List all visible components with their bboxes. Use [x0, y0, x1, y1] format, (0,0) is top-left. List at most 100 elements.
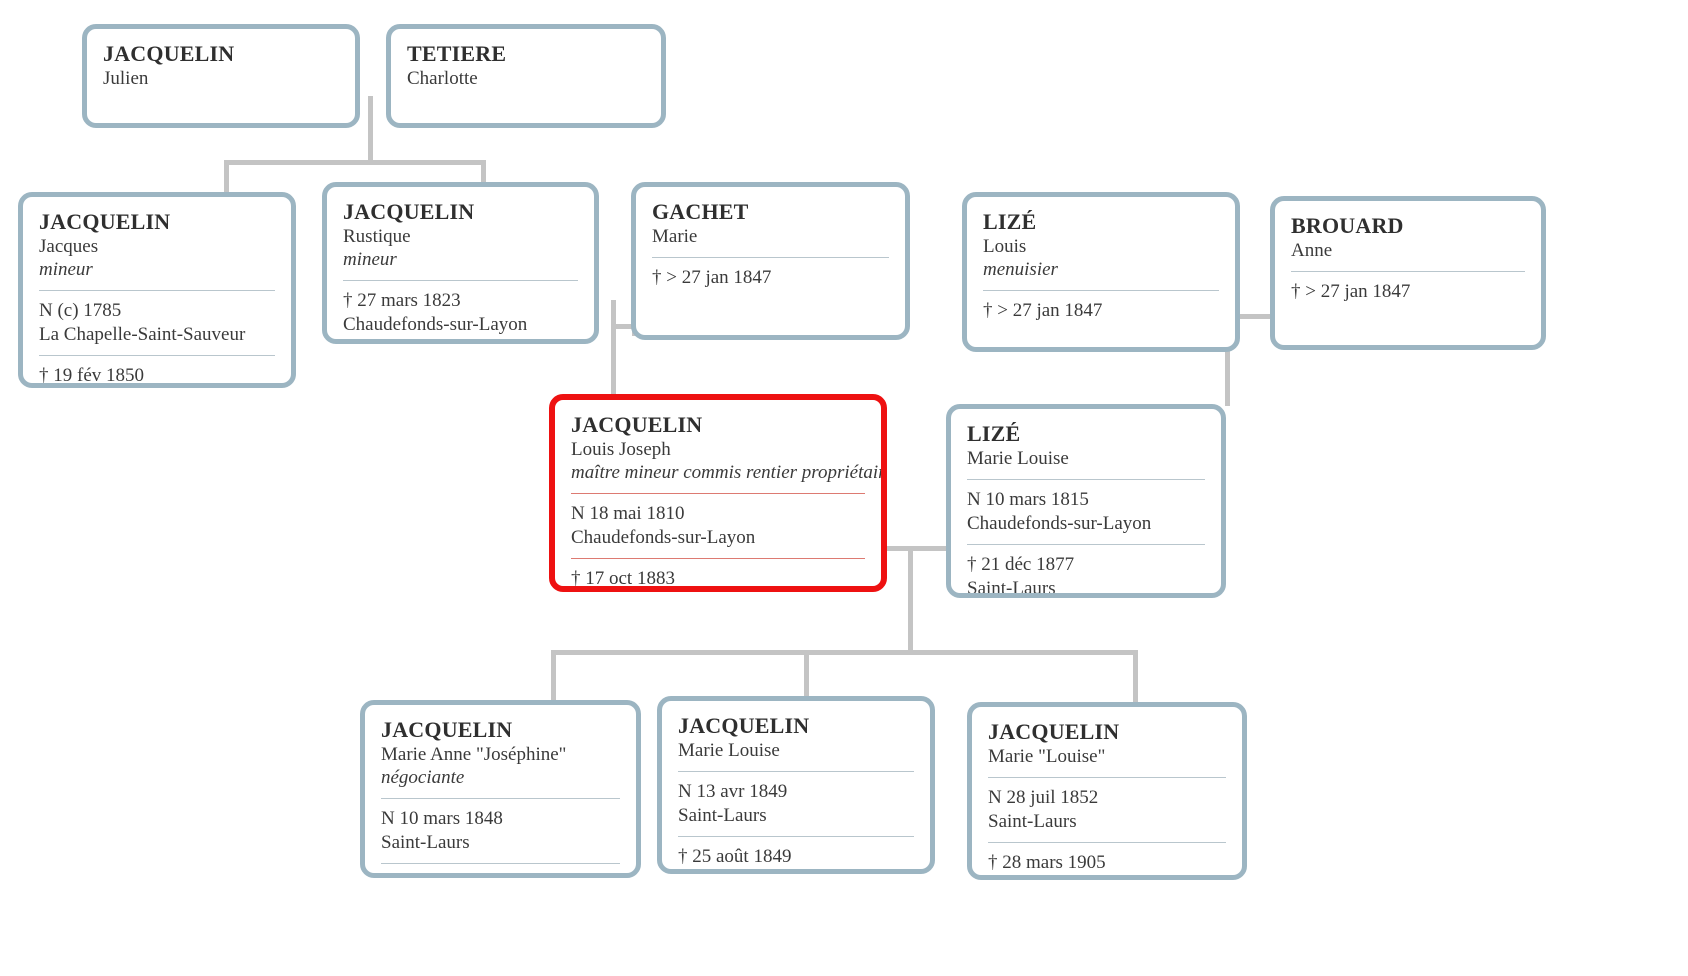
- divider: [988, 842, 1226, 844]
- connector-child3-drop: [1133, 650, 1138, 706]
- given-name: Rustique: [343, 225, 411, 247]
- surname: JACQUELIN: [343, 199, 475, 224]
- person-card-child-marie-louise-2[interactable]: JACQUELIN Marie "Louise" N 28 juil 1852 …: [967, 702, 1247, 880]
- surname: JACQUELIN: [571, 412, 703, 437]
- surname: BROUARD: [1291, 213, 1404, 238]
- divider: [967, 544, 1205, 546]
- connector-parents-couple-bar: [611, 324, 637, 329]
- given-name: Marie Louise: [678, 739, 780, 761]
- given-name: Charlotte: [407, 67, 478, 89]
- person-card-mother-gachet[interactable]: GACHET Marie † > 27 jan 1847: [631, 182, 910, 340]
- person-card-mother-in-law-brouard[interactable]: BROUARD Anne † > 27 jan 1847: [1270, 196, 1546, 350]
- connector-subject-drop: [611, 324, 616, 396]
- birth-date: N 13 avr 1849: [678, 781, 788, 803]
- death-date: † > 27 jan 1847: [983, 300, 1103, 322]
- death-event: † 28 mars 1905 Luçon: [988, 851, 1226, 876]
- death-date: † 17 oct 1883: [571, 568, 675, 590]
- death-event: † 17 oct 1883 Saint-Laurs: [571, 567, 865, 592]
- person-card-subject-highlighted[interactable]: JACQUELIN Louis Joseph maître mineur com…: [549, 394, 887, 592]
- divider: [39, 355, 275, 357]
- birth-place: Saint-Laurs: [988, 810, 1077, 832]
- given-name: Julien: [103, 67, 149, 89]
- birth-date: N 28 juil 1852: [988, 787, 1099, 809]
- birth-place: La Chapelle-Saint-Sauveur: [39, 323, 246, 345]
- death-place: Luçon: [988, 875, 1226, 876]
- death-date: † > 27 jan 1847: [652, 267, 772, 289]
- death-date: † 28 mars 1905: [988, 852, 1106, 874]
- death-date: † 27 mars 1823: [343, 290, 461, 312]
- death-event: † 27 mars 1823 Chaudefonds-sur-Layon: [343, 289, 578, 336]
- death-event: † 19 fév 1850 Saint-Laurs: [39, 364, 275, 387]
- death-place: Saint-Laurs: [967, 577, 1056, 598]
- given-name: Anne: [1291, 239, 1333, 261]
- person-card-jacques[interactable]: JACQUELIN Jacques mineur N (c) 1785 La C…: [18, 192, 296, 388]
- occupation: négociante: [381, 767, 465, 789]
- given-name: Jacques: [39, 235, 99, 257]
- birth-event: N 18 mai 1810 Chaudefonds-sur-Layon: [571, 502, 865, 549]
- birth-date: N 10 mars 1848: [381, 808, 503, 830]
- connector-down-rustique: [481, 160, 486, 186]
- death-event: † > 6 avr 1897: [381, 872, 620, 878]
- surname: JACQUELIN: [988, 719, 1120, 744]
- connector-down-jacques: [224, 160, 229, 192]
- death-event: † > 27 jan 1847: [983, 299, 1219, 323]
- occupation: mineur: [343, 249, 397, 271]
- death-date: † 19 fév 1850: [39, 365, 145, 387]
- divider: [988, 777, 1226, 779]
- birth-event: N 13 avr 1849 Saint-Laurs: [678, 780, 914, 827]
- person-card-child-marie-louise[interactable]: JACQUELIN Marie Louise N 13 avr 1849 Sai…: [657, 696, 935, 874]
- occupation: mineur: [39, 259, 93, 281]
- death-date: † > 6 avr 1897: [381, 873, 492, 878]
- birth-event: N (c) 1785 La Chapelle-Saint-Sauveur: [39, 299, 275, 346]
- person-card-spouse-lize-marie-louise[interactable]: LIZÉ Marie Louise N 10 mars 1815 Chaudef…: [946, 404, 1226, 598]
- death-event: † 21 déc 1877 Saint-Laurs: [967, 553, 1205, 598]
- divider: [343, 280, 578, 282]
- surname: JACQUELIN: [39, 209, 171, 234]
- death-event: † > 27 jan 1847: [652, 266, 889, 290]
- death-date: † > 27 jan 1847: [1291, 281, 1411, 303]
- occupation: menuisier: [983, 259, 1058, 281]
- divider: [571, 558, 865, 560]
- connector-union-bar: [886, 546, 964, 551]
- connector-child1-drop: [551, 650, 556, 704]
- surname: LIZÉ: [983, 209, 1037, 234]
- birth-place: Chaudefonds-sur-Layon: [967, 512, 1152, 534]
- surname: LIZÉ: [967, 421, 1021, 446]
- death-place: Saint-Laurs: [571, 591, 865, 592]
- divider: [381, 798, 620, 800]
- person-card-grandfather-paternal[interactable]: JACQUELIN Julien: [82, 24, 360, 128]
- surname: JACQUELIN: [381, 717, 513, 742]
- connector-sibling-bar-row2: [224, 160, 486, 165]
- connector-spouse-drop: [1225, 314, 1230, 406]
- divider: [967, 479, 1205, 481]
- birth-date: N 18 mai 1810: [571, 503, 685, 525]
- birth-event: N 10 mars 1815 Chaudefonds-sur-Layon: [967, 488, 1205, 535]
- connector-child2-drop: [804, 650, 809, 700]
- surname: JACQUELIN: [103, 41, 235, 66]
- connector-inlaws-bar: [1232, 314, 1292, 319]
- given-name: Louis Joseph: [571, 438, 671, 460]
- given-name: Marie Anne "Joséphine": [381, 743, 567, 765]
- connector-rustique-down: [611, 300, 616, 328]
- divider: [652, 257, 889, 259]
- birth-place: Saint-Laurs: [678, 804, 767, 826]
- person-card-father-rustique[interactable]: JACQUELIN Rustique mineur † 27 mars 1823…: [322, 182, 599, 344]
- connector-grandparents-drop: [368, 96, 373, 164]
- surname: GACHET: [652, 199, 749, 224]
- divider: [381, 863, 620, 865]
- person-card-grandmother-paternal[interactable]: TETIERE Charlotte: [386, 24, 666, 128]
- surname: JACQUELIN: [678, 713, 810, 738]
- birth-date: N (c) 1785: [39, 300, 122, 322]
- given-name: Marie: [652, 225, 698, 247]
- death-place: Chaudefonds-sur-Layon: [343, 313, 528, 335]
- death-event: † 25 août 1849 Saint-Laurs: [678, 845, 914, 869]
- death-date: † 25 août 1849: [678, 846, 792, 868]
- given-name: Louis: [983, 235, 1027, 257]
- person-card-father-in-law-lize[interactable]: LIZÉ Louis menuisier † > 27 jan 1847: [962, 192, 1240, 352]
- divider: [39, 290, 275, 292]
- divider: [678, 836, 914, 838]
- surname: TETIERE: [407, 41, 507, 66]
- connector-union-drop: [908, 546, 913, 654]
- person-card-child-marie-anne-josephine[interactable]: JACQUELIN Marie Anne "Joséphine" négocia…: [360, 700, 641, 878]
